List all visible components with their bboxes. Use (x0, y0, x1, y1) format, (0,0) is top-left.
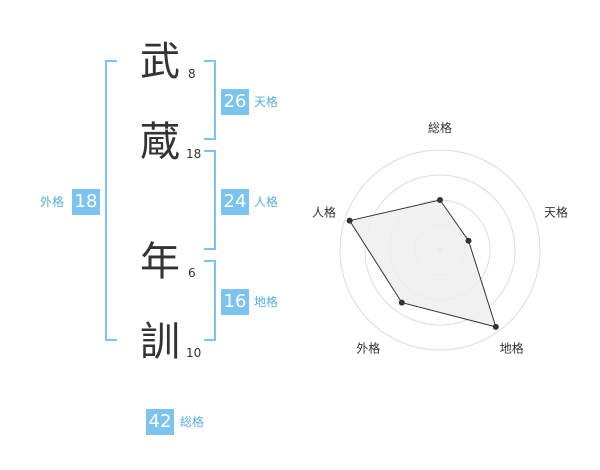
radar-point (437, 197, 443, 203)
radar-grid-ring (339, 149, 541, 351)
stroke-count-3: 6 (188, 266, 196, 280)
radar-axis-label: 総格 (428, 120, 452, 135)
radar-axis-label: 外格 (356, 341, 380, 356)
gaikaku-label: 外格 (40, 195, 65, 209)
radar-axis-label: 人格 (312, 204, 336, 219)
gaikaku-badge: 18 (72, 189, 100, 215)
name-char-4: 訓 (140, 319, 180, 365)
radar-point (398, 299, 405, 306)
radar-grid-ring (364, 174, 516, 326)
jinkaku-badge: 24 (221, 189, 249, 215)
radar-point (492, 323, 499, 330)
tenkaku-badge: 26 (221, 89, 249, 115)
jinkaku-label: 人格 (254, 195, 279, 209)
radar-polygon (348, 199, 497, 328)
name-char-3: 年 (140, 239, 180, 285)
radar-axis-label: 地格 (500, 341, 524, 356)
chikaku-label: 地格 (254, 295, 279, 309)
chikaku-bracket (204, 260, 216, 341)
radar-point (346, 217, 353, 224)
name-char-1: 武 (140, 39, 180, 85)
stroke-count-1: 8 (188, 67, 196, 81)
stroke-count-4: 10 (186, 346, 202, 360)
stroke-count-2: 18 (186, 147, 202, 161)
jinkaku-bracket (204, 150, 216, 250)
radar-point (465, 237, 472, 244)
tenkaku-label: 天格 (254, 95, 279, 109)
tenkaku-bracket (204, 60, 216, 140)
soukaku-badge: 42 (146, 409, 174, 435)
radar-axis-label: 天格 (544, 204, 568, 219)
gaikaku-bracket (105, 60, 117, 341)
name-char-2: 蔵 (140, 119, 180, 165)
soukaku-label: 総格 (180, 415, 205, 429)
chikaku-badge: 16 (221, 289, 249, 315)
